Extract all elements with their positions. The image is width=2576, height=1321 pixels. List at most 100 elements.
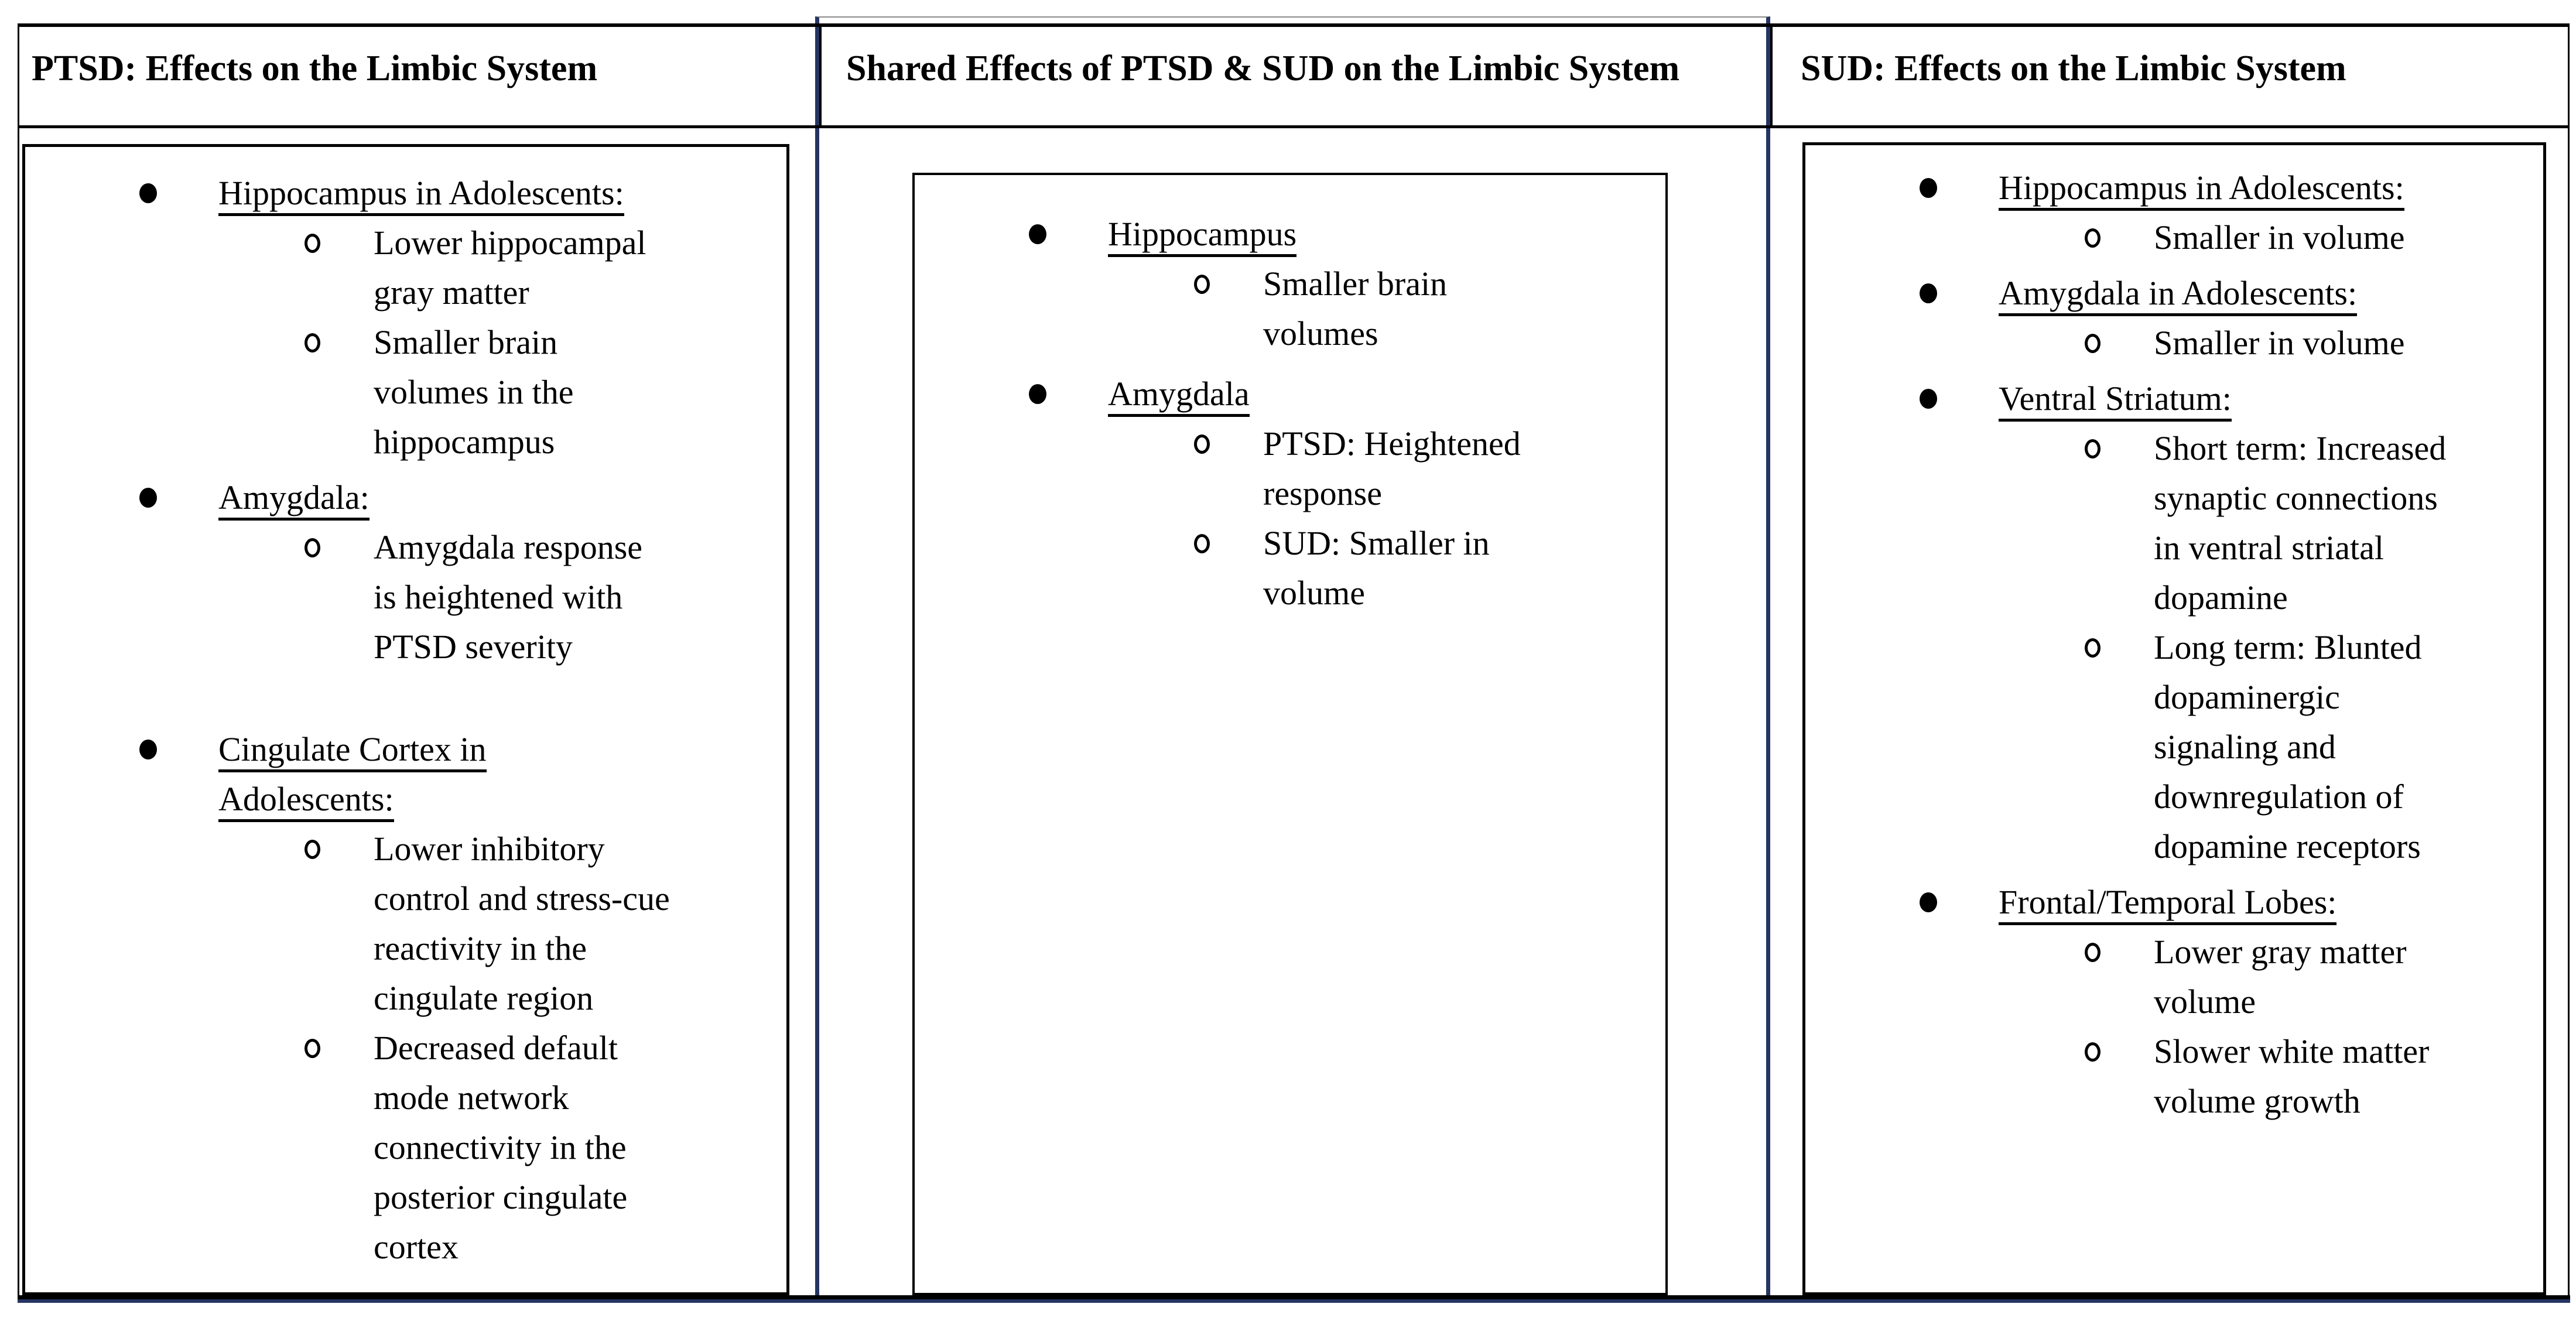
list-item-line: volume	[1263, 574, 1365, 612]
list-item-line: hippocampus	[374, 423, 555, 461]
list-item-line: dopamine receptors	[2154, 827, 2421, 865]
list-item-line: Lower inhibitory	[374, 830, 605, 868]
blank-line	[25, 672, 786, 718]
filled-bullet-icon	[1029, 384, 1046, 404]
column-header-shared: Shared Effects of PTSD & SUD on the Limb…	[846, 49, 1680, 88]
list-item: SUD: Smaller in volume	[915, 518, 1665, 618]
list-item-line: volumes in the	[374, 373, 574, 411]
column-header-sud: SUD: Effects on the Limbic System	[1801, 49, 2346, 88]
circle-bullet-icon	[305, 234, 320, 253]
filled-bullet-icon	[1920, 892, 1937, 912]
list-item: Frontal/Temporal Lobes:	[1805, 877, 2543, 927]
list-heading-line: Hippocampus	[1108, 209, 1665, 259]
list-item: Lower hippocampal gray matter	[25, 218, 786, 317]
circle-bullet-icon	[2085, 638, 2101, 658]
list-heading-line: Hippocampus in Adolescents:	[1999, 163, 2543, 213]
list-item: Amygdala:	[25, 473, 786, 522]
list-item-line: cortex	[374, 1228, 459, 1266]
list-item-line: Long term: Blunted	[2154, 628, 2422, 666]
circle-bullet-icon	[1194, 275, 1210, 294]
list-item-line: PTSD severity	[374, 628, 573, 666]
column-header-ptsd: PTSD: Effects on the Limbic System	[32, 49, 598, 88]
list-heading-line: Frontal/Temporal Lobes:	[1999, 877, 2543, 927]
header-divider-left	[819, 23, 822, 128]
list-heading-line: Amygdala	[1108, 369, 1665, 419]
list-item-line: gray matter	[374, 273, 529, 312]
list-item-line: SUD: Smaller in	[1263, 524, 1490, 562]
list-heading-line: Amygdala:	[218, 473, 786, 522]
table-right-border	[2568, 23, 2570, 1303]
list-item-line: Decreased default	[374, 1029, 618, 1067]
list-item-line: Smaller in volume	[2154, 324, 2405, 362]
list-item-line: cingulate region	[374, 979, 594, 1017]
filled-bullet-icon	[1920, 178, 1937, 198]
list-item-line: synaptic connections	[2154, 479, 2438, 517]
circle-bullet-icon	[305, 538, 320, 557]
circle-bullet-icon	[2085, 439, 2101, 458]
list-heading-line: Hippocampus in Adolescents:	[218, 168, 786, 218]
middle-column-shading	[815, 16, 1770, 1299]
ptsd-bullet-list: Hippocampus in Adolescents:Lower hippoca…	[25, 147, 786, 1272]
list-item: Amygdala in Adolescents:	[1805, 268, 2543, 318]
circle-bullet-icon	[2085, 943, 2101, 962]
circle-bullet-icon	[1194, 434, 1210, 454]
list-heading-line: Ventral Striatum:	[1999, 374, 2543, 423]
list-item: Ventral Striatum:	[1805, 374, 2543, 423]
list-item-line: Lower hippocampal	[374, 224, 646, 262]
list-item-line: PTSD: Heightened	[1263, 425, 1521, 463]
list-item-line: mode network	[374, 1079, 569, 1117]
circle-bullet-icon	[2085, 228, 2101, 248]
list-item: Slower white matter volume growth	[1805, 1026, 2543, 1126]
list-item-line: Lower gray matter	[2154, 933, 2407, 971]
ptsd-text-box: Hippocampus in Adolescents:Lower hippoca…	[22, 144, 789, 1295]
sud-bullet-list: Hippocampus in Adolescents: Smaller in vo…	[1805, 145, 2543, 1126]
list-item: Lower gray matter volume	[1805, 927, 2543, 1026]
list-item-line: volume growth	[2154, 1082, 2361, 1120]
table-top-border	[18, 23, 2570, 27]
list-item-line: dopaminergic	[2154, 678, 2340, 716]
filled-bullet-icon	[1920, 389, 1937, 409]
list-item-line: reactivity in the	[374, 929, 587, 967]
list-item-line: Smaller in volume	[2154, 218, 2405, 256]
list-item: Smaller in volume	[1805, 213, 2543, 262]
list-item-line: Smaller brain	[1263, 265, 1448, 303]
list-item-line: Short term: Increased	[2154, 429, 2447, 467]
list-item-line: Amygdala response	[374, 528, 643, 566]
list-heading-line: Cingulate Cortex in	[218, 724, 786, 774]
list-item: Smaller brain volumes	[915, 259, 1665, 358]
list-item: Hippocampus in Adolescents:	[25, 168, 786, 218]
list-item-line: volumes	[1263, 314, 1378, 353]
table-bottom-border	[18, 1295, 2570, 1299]
sud-text-box: Hippocampus in Adolescents: Smaller in vo…	[1802, 142, 2546, 1295]
circle-bullet-icon	[1194, 534, 1210, 553]
filled-bullet-icon	[139, 740, 157, 759]
circle-bullet-icon	[2085, 334, 2101, 353]
list-item: Smaller in volume	[1805, 318, 2543, 368]
list-item-line: dopamine	[2154, 579, 2288, 617]
filled-bullet-icon	[139, 488, 157, 508]
table-left-border	[18, 23, 19, 1303]
list-item-line: in ventral striatal	[2154, 529, 2384, 567]
table-bottom-accent-line	[18, 1299, 2570, 1303]
list-heading-line: Adolescents:	[218, 774, 786, 824]
header-divider-right	[1770, 23, 1773, 128]
list-item: Hippocampus	[915, 209, 1665, 259]
list-item-line: is heightened with	[374, 578, 623, 616]
list-item-line: downregulation of	[2154, 778, 2404, 816]
circle-bullet-icon	[305, 333, 320, 353]
list-item-line: Slower white matter	[2154, 1032, 2430, 1070]
list-item: Short term: Increased synaptic connection…	[1805, 423, 2543, 622]
list-item: Hippocampus in Adolescents:	[1805, 163, 2543, 213]
filled-bullet-icon	[139, 183, 157, 203]
header-row-bottom-border	[18, 125, 2570, 128]
list-item-line: volume	[2154, 983, 2256, 1021]
